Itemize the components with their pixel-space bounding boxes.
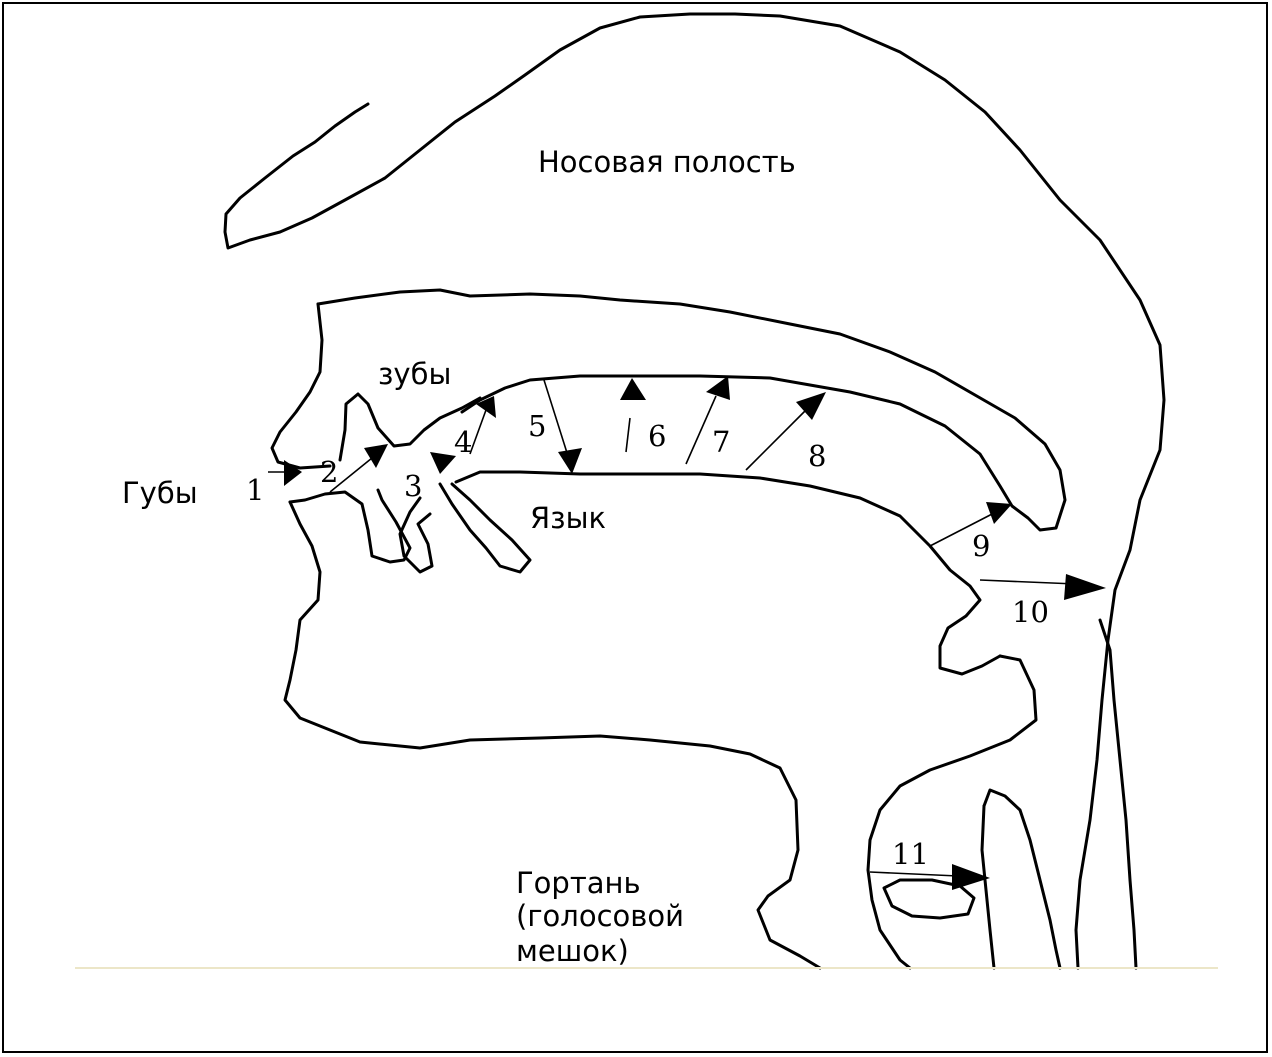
arrow-2-head xyxy=(364,444,388,468)
upper-lip-outline xyxy=(272,304,330,468)
place-number: 11 xyxy=(892,837,929,871)
arrow-11-shaft xyxy=(870,872,958,876)
label-nasal-cavity: Носовая полость xyxy=(538,145,796,179)
place-number: 3 xyxy=(404,469,422,503)
arrow-6-head xyxy=(620,378,646,400)
label-larynx-2: (голосовой xyxy=(516,899,684,933)
arrow-3-head xyxy=(430,452,456,474)
place-number: 2 xyxy=(320,455,338,489)
place-number: 6 xyxy=(648,419,666,453)
arrow-9-head xyxy=(986,502,1012,524)
label-lips: Губы xyxy=(122,476,198,510)
lower-lip-outline xyxy=(290,490,410,562)
label-larynx-3: мешок) xyxy=(516,934,629,968)
arrow-5-shaft xyxy=(544,380,568,456)
label-teeth: зубы xyxy=(378,357,451,391)
epiglottis-outline xyxy=(984,790,1060,968)
arrow-8-shaft xyxy=(746,410,806,470)
arrow-5-head xyxy=(558,448,582,474)
place-number: 10 xyxy=(1012,595,1049,629)
place-number: 8 xyxy=(808,439,826,473)
arrow-10-shaft xyxy=(980,580,1076,584)
arrow-7-head xyxy=(706,376,730,400)
arrow-1-head xyxy=(284,460,302,486)
label-tongue: Язык xyxy=(530,501,606,535)
palate-outline xyxy=(318,290,1065,530)
label-larynx-1: Гортань xyxy=(516,866,641,900)
place-number: 4 xyxy=(454,425,472,459)
place-number: 1 xyxy=(246,473,264,507)
place-number: 7 xyxy=(712,425,730,459)
arrow-10-head xyxy=(1064,574,1106,600)
pharynx-wall-outline xyxy=(868,656,1036,968)
arrow-6-mark xyxy=(626,418,630,452)
place-number: 9 xyxy=(972,529,990,563)
larynx-channel-outline xyxy=(982,806,994,968)
place-number: 5 xyxy=(528,409,546,443)
